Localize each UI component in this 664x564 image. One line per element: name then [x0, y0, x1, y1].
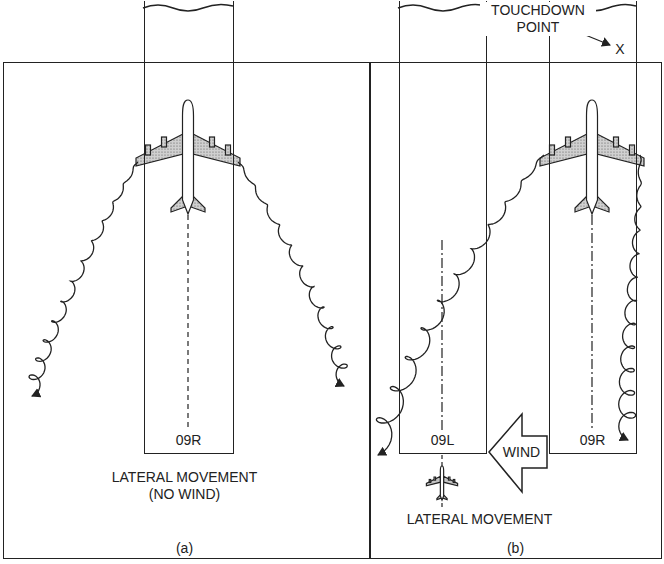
runway-number: 09L — [429, 432, 456, 449]
wind-label: WIND — [501, 444, 542, 461]
runway-number: 09R — [578, 432, 608, 449]
touchdown-mark: X — [613, 41, 626, 58]
jet-airliner — [540, 100, 644, 214]
vortex-trail — [29, 162, 138, 396]
vortex-trail — [238, 162, 347, 386]
touchdown-label: TOUCHDOWN POINT — [480, 2, 596, 36]
panel-frame: 09R LATERAL MOVEMENT (NO WIND) (a) — [3, 62, 370, 559]
jet-airliner — [136, 100, 240, 214]
caption-text: LATERAL MOVEMENT — [405, 511, 554, 528]
runway: 09R — [549, 1, 637, 454]
panel-letter: (b) — [505, 540, 526, 557]
vortex-trail — [376, 155, 544, 455]
vortex-trail — [619, 155, 642, 440]
runway: 09L — [399, 1, 487, 454]
wind-arrow: WIND — [489, 413, 549, 495]
caption-text: LATERAL MOVEMENT (NO WIND) — [98, 469, 272, 503]
panel-letter: (a) — [174, 540, 195, 557]
runway-number: 09R — [174, 432, 204, 449]
runway: 09R — [144, 1, 234, 454]
panel-frame: 09L 09R WIND LATERAL MOVEMENT (b) — [370, 62, 662, 559]
light-aircraft — [426, 466, 457, 500]
